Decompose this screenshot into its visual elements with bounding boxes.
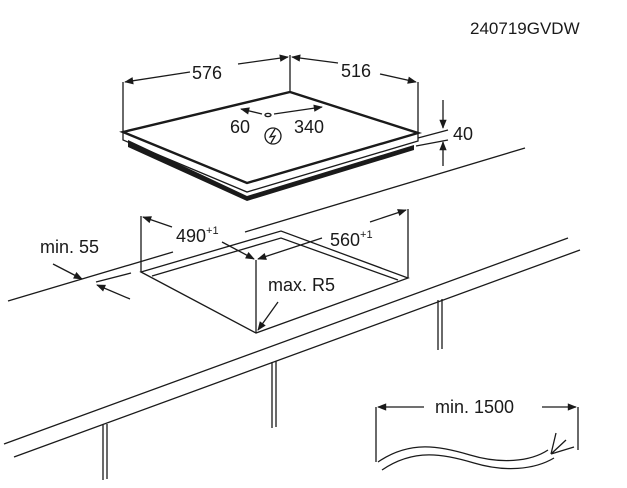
corner-radius-label: max. R5 (268, 275, 335, 295)
connection-right-label: 340 (294, 117, 324, 137)
width-dimension-line (124, 71, 191, 85)
electric-connection-icon (264, 127, 282, 145)
countertop (3, 147, 581, 480)
hob-depth-label: 516 (341, 61, 371, 81)
cutout-depth-label: 490+1 (176, 225, 219, 246)
connection-left-label: 60 (230, 117, 250, 137)
cable-length-label: min. 1500 (435, 397, 514, 417)
hob: 576 516 60 340 40 (119, 54, 473, 201)
drawing-code: 240719GVDW (470, 19, 580, 38)
depth-dimension-line (291, 54, 339, 64)
cutout-width-label: 560+1 (330, 229, 373, 250)
cutout: 490+1 560+1 max. R5 min. 55 (40, 209, 410, 334)
hob-height-label: 40 (453, 124, 473, 144)
edge-distance-label: min. 55 (40, 237, 99, 257)
cable: min. 1500 (375, 397, 579, 471)
hob-width-label: 576 (192, 63, 222, 83)
